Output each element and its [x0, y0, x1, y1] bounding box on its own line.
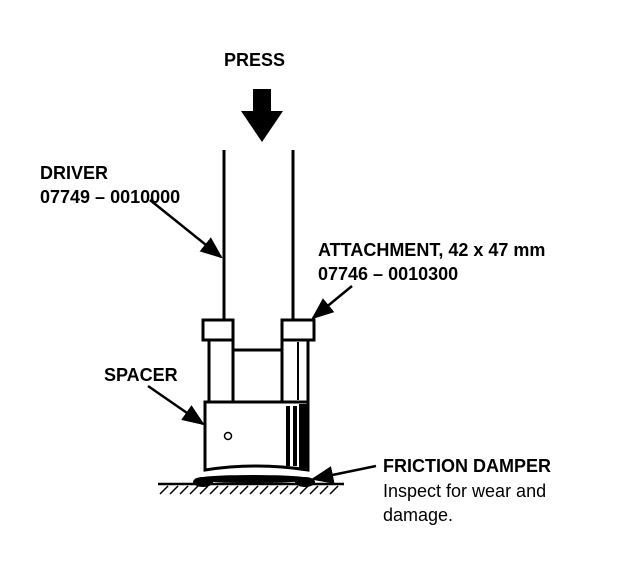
friction-damper-leader-arrow [310, 464, 377, 484]
attachment-part-number: 07746 – 0010300 [318, 264, 459, 284]
inspection-note-line1: Inspect for wear and [383, 481, 547, 501]
attachment-part [201, 318, 316, 404]
spacer-leader-arrow [147, 384, 205, 426]
spacer-part [203, 400, 310, 472]
inspection-note-line2: damage. [383, 505, 454, 525]
attachment-leader-arrow [311, 285, 353, 320]
press-arrow-icon [241, 89, 283, 142]
spacer-label: SPACER [104, 365, 178, 385]
ground-surface [158, 482, 344, 495]
driver-label: DRIVER [40, 163, 109, 183]
press-label: PRESS [224, 50, 286, 70]
friction-damper-label: FRICTION DAMPER [383, 456, 551, 476]
driver-shaft [222, 150, 295, 320]
driver-leader-arrow [149, 199, 223, 259]
attachment-label: ATTACHMENT, 42 x 47 mm [318, 240, 546, 260]
driver-part-number: 07749 – 0010000 [40, 187, 181, 207]
